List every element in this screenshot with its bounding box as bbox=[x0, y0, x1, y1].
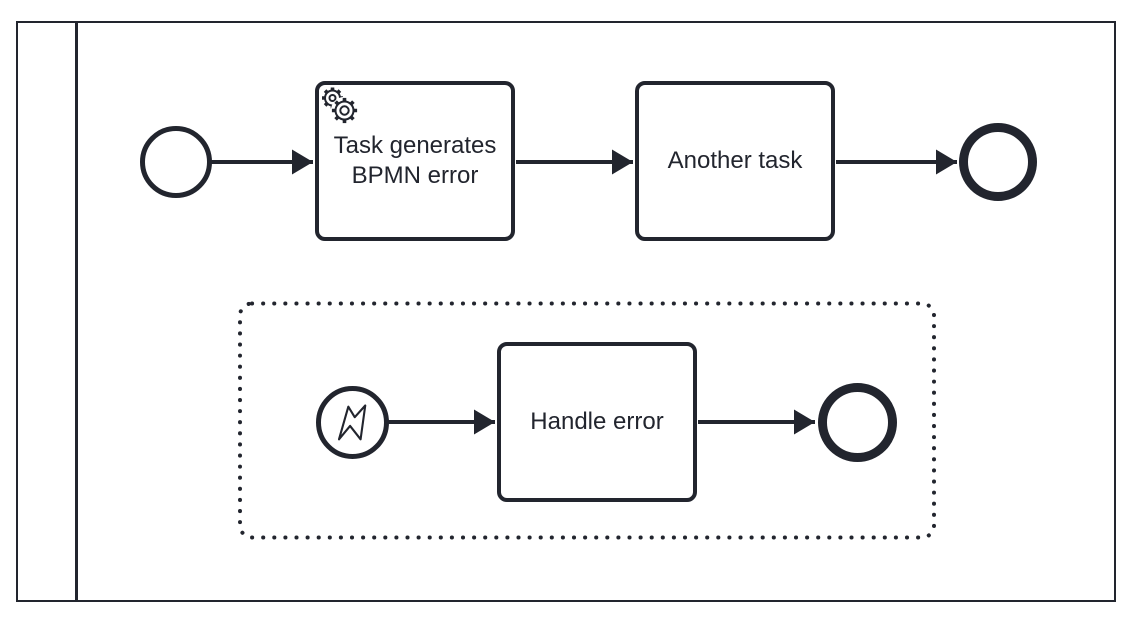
end-event-subprocess[interactable] bbox=[818, 383, 897, 462]
error-lightning-icon bbox=[337, 403, 366, 440]
handle-error-task[interactable]: Handle error bbox=[497, 342, 697, 502]
task-label: Handle error bbox=[530, 408, 664, 435]
task-label: Another task bbox=[667, 147, 803, 174]
end-event-main[interactable] bbox=[959, 123, 1037, 201]
another-task[interactable]: Another task bbox=[635, 81, 835, 241]
service-task[interactable]: Task generates BPMN error bbox=[315, 81, 515, 241]
task-label: Task generates BPMN error bbox=[333, 132, 497, 189]
start-event[interactable] bbox=[140, 126, 212, 198]
pool-participant[interactable] bbox=[16, 21, 1116, 602]
service-gear-icon bbox=[322, 87, 359, 125]
event-subprocess[interactable] bbox=[238, 301, 936, 540]
error-start-event[interactable] bbox=[316, 386, 389, 459]
lane-divider bbox=[75, 21, 78, 602]
